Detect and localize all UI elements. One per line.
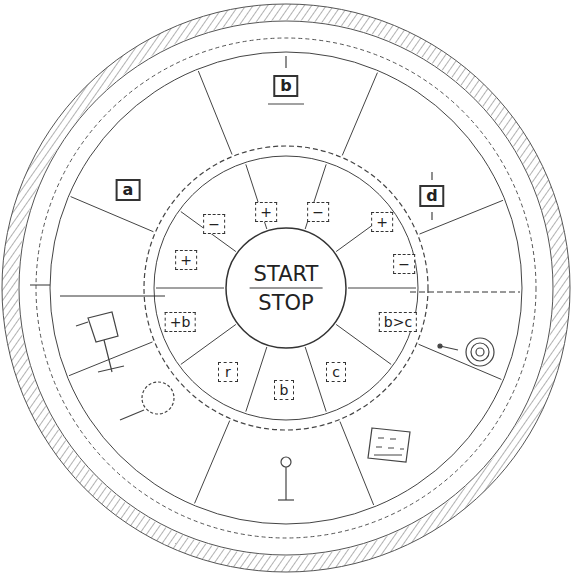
inner-key: − xyxy=(307,202,329,222)
key-label: + xyxy=(180,252,192,268)
key-label: − xyxy=(312,204,324,220)
segment-divider xyxy=(71,197,154,232)
key-label: +b xyxy=(170,314,191,330)
segment-key: b xyxy=(273,75,298,97)
segment-divider xyxy=(340,422,374,505)
start-stop-button: STARTSTOP xyxy=(250,260,323,317)
segment-divider xyxy=(305,347,326,412)
inner-key: − xyxy=(203,214,225,234)
inner-key: +b xyxy=(165,312,196,332)
key-label: − xyxy=(398,256,410,272)
segment-divider xyxy=(342,73,377,156)
key-label: b>c xyxy=(384,314,412,330)
key-label: d xyxy=(426,186,437,205)
key-label: b xyxy=(280,382,289,398)
segment-key: d xyxy=(419,185,444,207)
inner-key: r xyxy=(218,362,238,382)
key-label: b xyxy=(280,76,291,95)
segment-key: a xyxy=(116,179,141,201)
inner-key: c xyxy=(326,362,346,382)
key-label: + xyxy=(376,214,388,230)
key-label: − xyxy=(208,216,220,232)
key-label: c xyxy=(332,364,340,380)
key-label: r xyxy=(225,364,231,380)
segment-divider xyxy=(69,342,152,376)
inner-key: b>c xyxy=(379,312,417,332)
inner-key: + xyxy=(175,250,197,270)
inner-key: − xyxy=(393,254,415,274)
button-label: STOP xyxy=(250,288,323,317)
segment-divider xyxy=(348,288,416,289)
segment-divider xyxy=(195,421,230,504)
segment-divider xyxy=(198,71,232,154)
segment-divider xyxy=(246,347,267,412)
inner-key: + xyxy=(255,202,277,222)
key-label: + xyxy=(260,204,272,220)
segment-divider xyxy=(156,288,224,289)
button-label: START xyxy=(250,260,323,288)
key-label: a xyxy=(123,180,134,199)
inner-key: + xyxy=(371,212,393,232)
segment-divider xyxy=(181,212,236,252)
inner-key: b xyxy=(274,380,294,400)
